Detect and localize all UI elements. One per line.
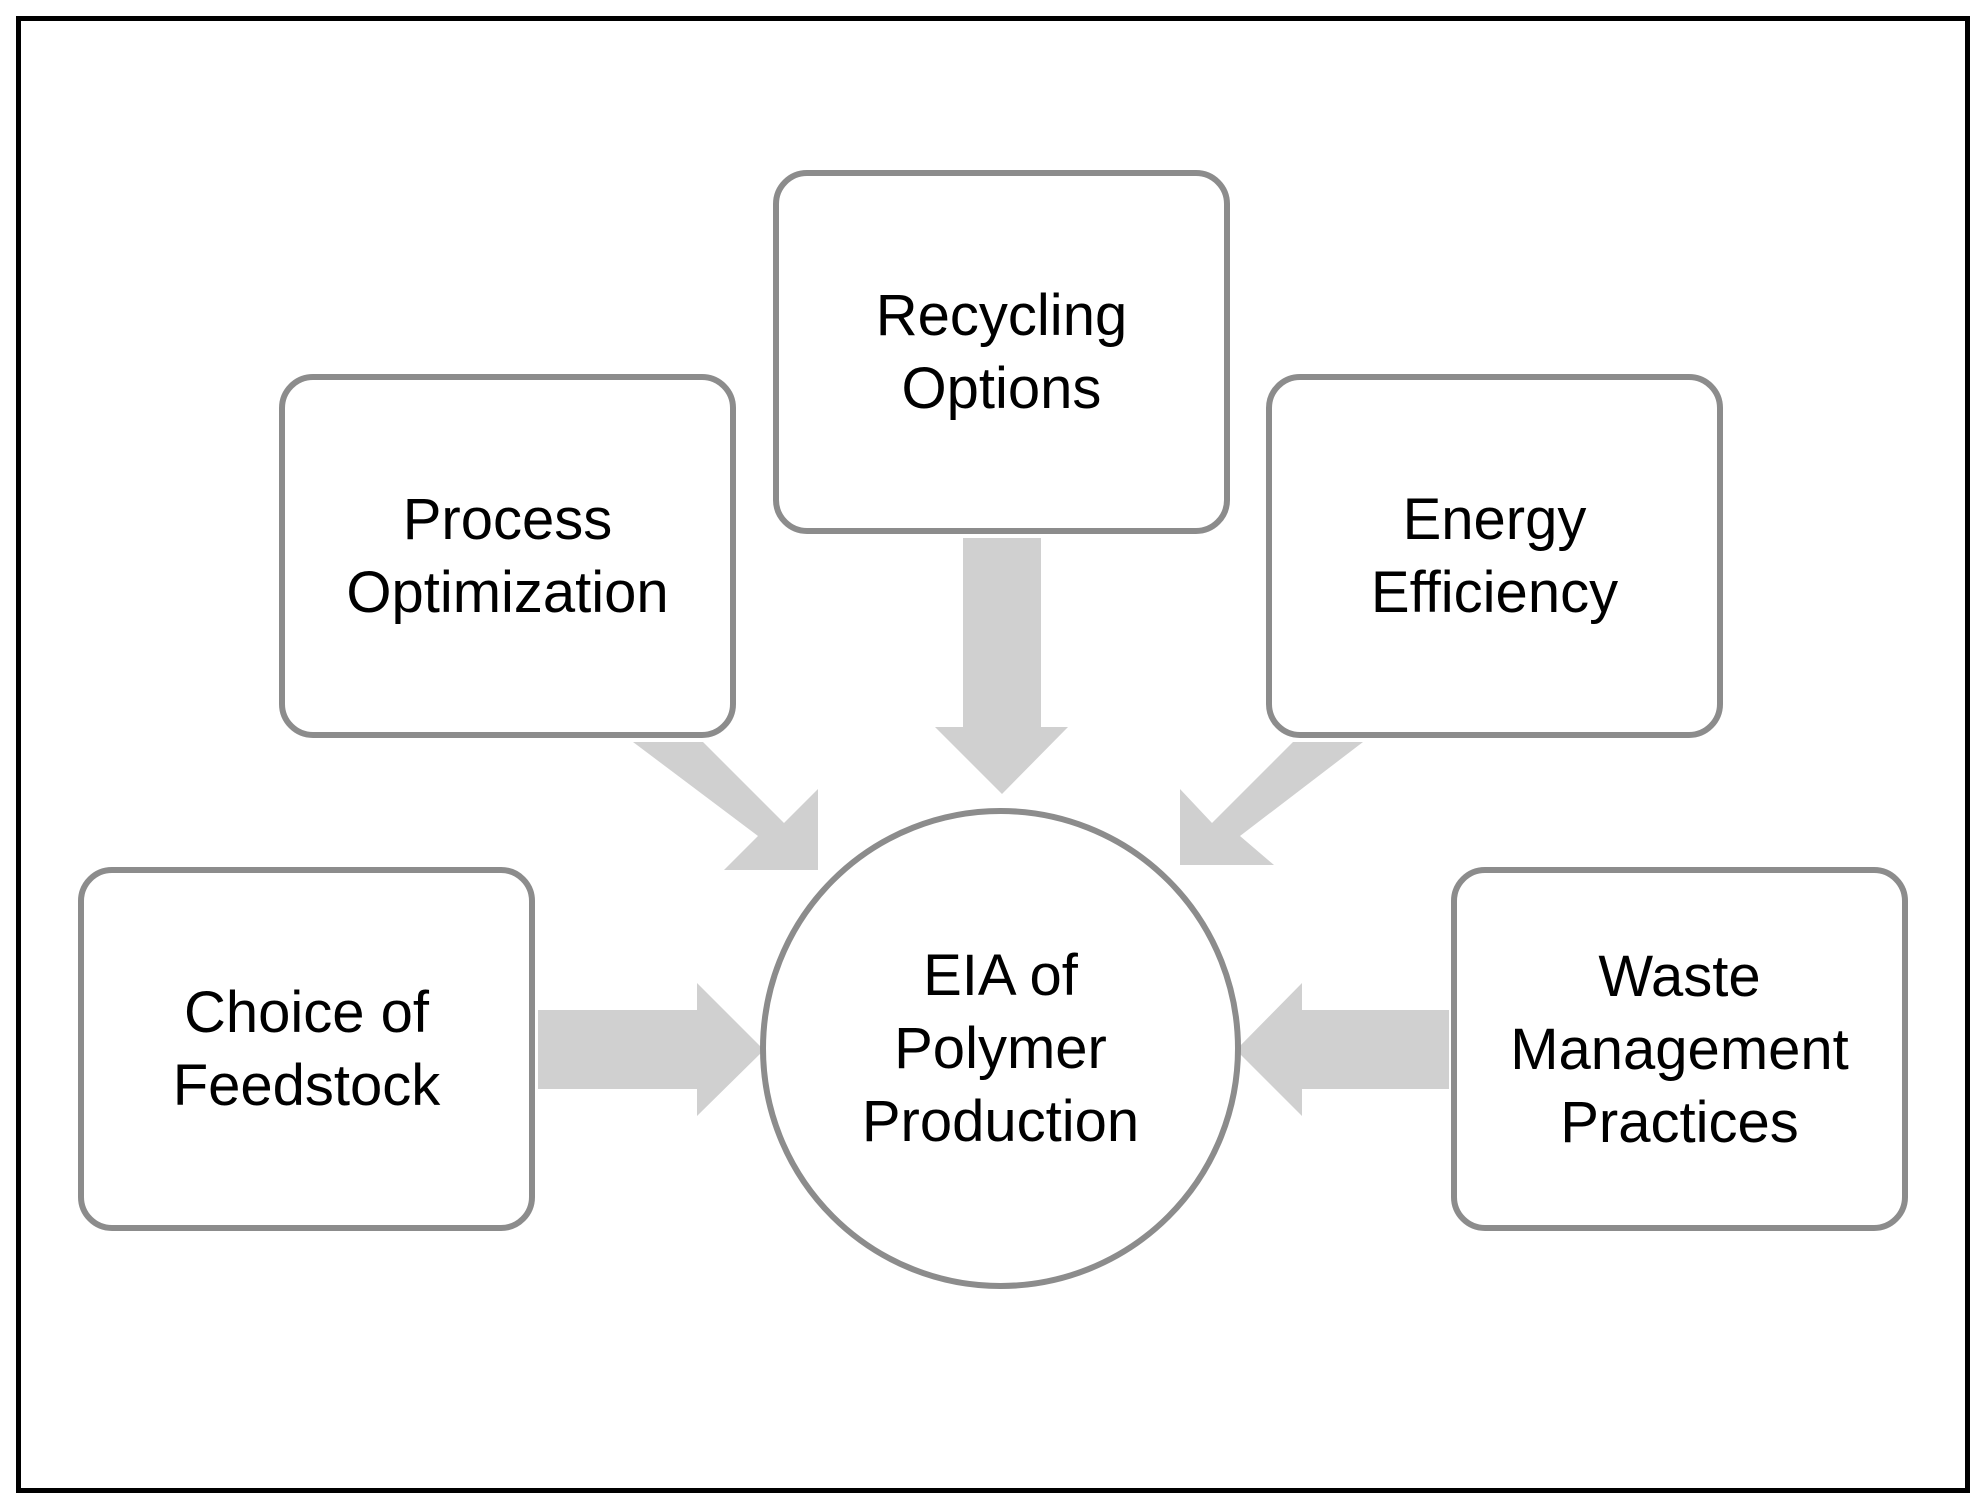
- node-choice-of-feedstock-line-1: Choice of: [183, 980, 429, 1045]
- node-recycling-options-label: Recycling Options: [876, 279, 1127, 425]
- node-choice-of-feedstock: Choice of Feedstock: [78, 867, 535, 1231]
- node-energy-efficiency-label: Energy Efficiency: [1371, 483, 1618, 629]
- arrow-recycling-to-center: [935, 538, 1068, 794]
- node-recycling-options-line-1: Recycling: [875, 283, 1128, 348]
- center-node-line-3: Production: [861, 1089, 1140, 1154]
- node-waste-management-practices: Waste Management Practices: [1451, 867, 1908, 1231]
- node-process-optimization: Process Optimization: [279, 374, 736, 738]
- arrow-feedstock-to-center: [538, 983, 764, 1116]
- node-choice-of-feedstock-line-2: Feedstock: [172, 1053, 441, 1118]
- node-waste-management-practices-line-1: Waste: [1598, 943, 1761, 1009]
- arrow-process-to-center: [633, 742, 818, 870]
- node-energy-efficiency: Energy Efficiency: [1266, 374, 1723, 738]
- node-waste-management-practices-line-2: Management: [1510, 1016, 1849, 1082]
- node-waste-management-practices-label: Waste Management Practices: [1510, 940, 1849, 1159]
- node-recycling-options-line-2: Options: [901, 356, 1102, 421]
- node-recycling-options: Recycling Options: [773, 170, 1230, 534]
- center-node-label: EIA of Polymer Production: [862, 939, 1139, 1158]
- arrow-waste-to-center: [1236, 983, 1449, 1116]
- node-energy-efficiency-line-2: Efficiency: [1370, 560, 1619, 625]
- center-node-line-2: Polymer: [894, 1016, 1107, 1081]
- node-process-optimization-line-2: Optimization: [346, 560, 669, 625]
- center-node-line-1: EIA of: [923, 943, 1078, 1008]
- arrow-energy-to-center: [1180, 742, 1363, 865]
- node-waste-management-practices-line-3: Practices: [1560, 1089, 1799, 1155]
- node-process-optimization-line-1: Process: [402, 487, 613, 552]
- node-choice-of-feedstock-label: Choice of Feedstock: [173, 976, 441, 1122]
- node-process-optimization-label: Process Optimization: [346, 483, 668, 629]
- node-energy-efficiency-line-1: Energy: [1402, 487, 1587, 552]
- center-node-eia-polymer-production: EIA of Polymer Production: [760, 808, 1241, 1289]
